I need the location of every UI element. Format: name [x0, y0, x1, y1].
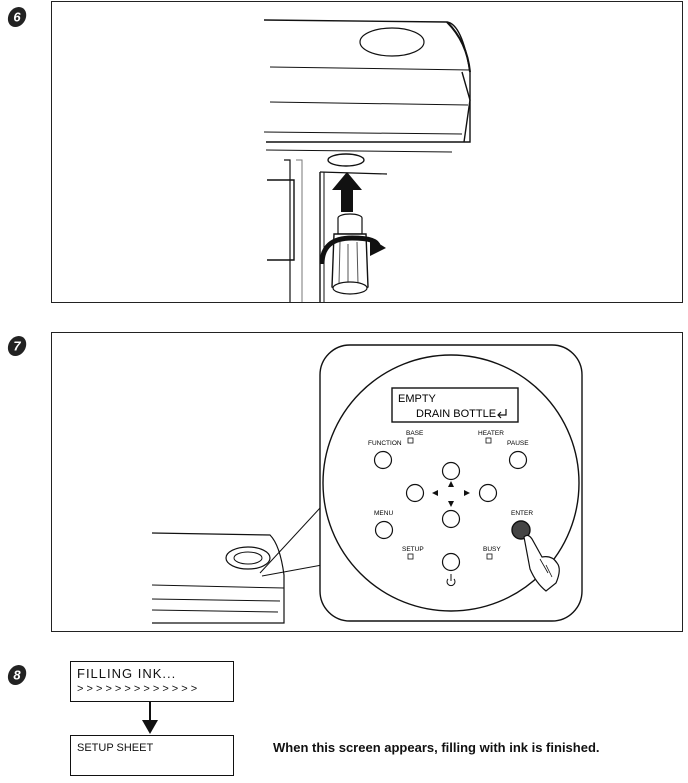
filling-ink-progress: > > > > > > > > > > > > >: [77, 683, 198, 695]
base-label: BASE: [406, 430, 424, 437]
operation-panel-illustration: EMPTY DRAIN BOTTLE BASE HEATER FUNCTION …: [151, 344, 583, 624]
step-6-number: 6: [13, 10, 21, 25]
busy-label: BUSY: [483, 546, 501, 553]
heater-label: HEATER: [478, 430, 504, 437]
pause-button[interactable]: [508, 450, 528, 470]
step-8-badge: 8: [7, 665, 27, 685]
left-arrow-icon: [432, 490, 438, 496]
step-7-number: 7: [13, 339, 21, 354]
up-arrow-icon: [448, 481, 454, 487]
lcd-line-2: DRAIN BOTTLE: [416, 408, 496, 420]
function-button[interactable]: [373, 450, 393, 470]
function-label: FUNCTION: [368, 440, 402, 447]
setup-label: SETUP: [402, 546, 424, 553]
step-6-badge: 6: [7, 7, 27, 27]
enter-label: ENTER: [511, 510, 533, 517]
down-arrow-icon: [448, 501, 454, 507]
up-button[interactable]: [441, 461, 461, 481]
step-8-number: 8: [13, 668, 21, 683]
enter-button[interactable]: [511, 520, 531, 540]
heater-lamp: [485, 437, 492, 444]
completion-caption: When this screen appears, filling with i…: [273, 740, 600, 755]
down-button[interactable]: [441, 509, 461, 529]
power-button[interactable]: [441, 552, 461, 572]
down-arrow-icon: [142, 702, 158, 734]
setup-sheet-screen: SETUP SHEET: [70, 735, 234, 776]
busy-lamp: [486, 553, 493, 560]
drain-bottle-install-illustration: [263, 19, 471, 302]
step-7-badge: 7: [7, 336, 27, 356]
pause-label: PAUSE: [507, 440, 529, 447]
step-6-illustration-panel: [51, 1, 683, 303]
left-button[interactable]: [405, 483, 425, 503]
return-icon: [497, 409, 507, 419]
lcd-line-1: EMPTY: [398, 393, 437, 405]
menu-button[interactable]: [374, 520, 394, 540]
setup-sheet-line: SETUP SHEET: [77, 742, 154, 754]
step-7-illustration-panel: EMPTY DRAIN BOTTLE BASE HEATER FUNCTION …: [51, 332, 683, 632]
base-lamp: [407, 437, 414, 444]
setup-lamp: [407, 553, 414, 560]
finger-pressing-icon: [523, 534, 560, 592]
menu-label: MENU: [374, 510, 393, 517]
right-arrow-icon: [464, 490, 470, 496]
filling-ink-screen: FILLING INK... > > > > > > > > > > > > >: [70, 661, 234, 702]
right-button[interactable]: [478, 483, 498, 503]
filling-ink-line-1: FILLING INK...: [77, 666, 177, 681]
power-icon: [446, 574, 456, 587]
